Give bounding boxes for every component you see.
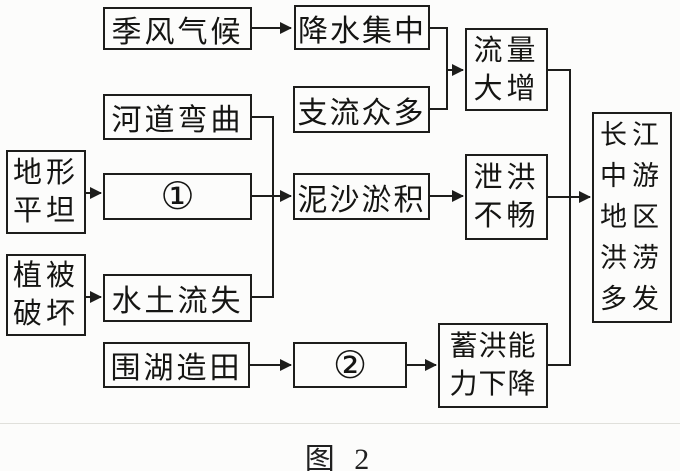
node-flat-terrain: 地形 平坦 [6,150,86,234]
node-yangtze-middle-floods: 长江 中游 地区 洪涝 多发 [592,112,672,323]
figure-caption: 图 2 [304,443,376,471]
node-poor-flood-discharge: 泄洪 不畅 [465,154,548,240]
node-flow-surge: 流量 大增 [465,28,548,111]
node-concentrated-rainfall: 降水集中 [294,5,430,50]
node-vegetation-destruction: 植被 破坏 [6,254,86,336]
node-sediment-deposition: 泥沙淤积 [293,173,430,220]
scan-artifact-line [0,423,680,424]
node-reduced-flood-storage: 蓄洪能 力下降 [438,323,548,408]
trunk-flow-storage [548,69,571,366]
trunk-rainfall-tributaries [430,27,448,110]
node-soil-erosion: 水土流失 [103,274,252,322]
node-winding-channel: 河道弯曲 [103,94,252,140]
node-lake-reclamation: 围湖造田 [103,342,250,388]
node-monsoon-climate: 季风气候 [103,7,252,50]
node-blank-1: ① [103,173,252,220]
trunk-channel-erosion [252,116,274,298]
node-blank-2: ② [293,342,407,388]
node-many-tributaries: 支流众多 [293,86,430,133]
